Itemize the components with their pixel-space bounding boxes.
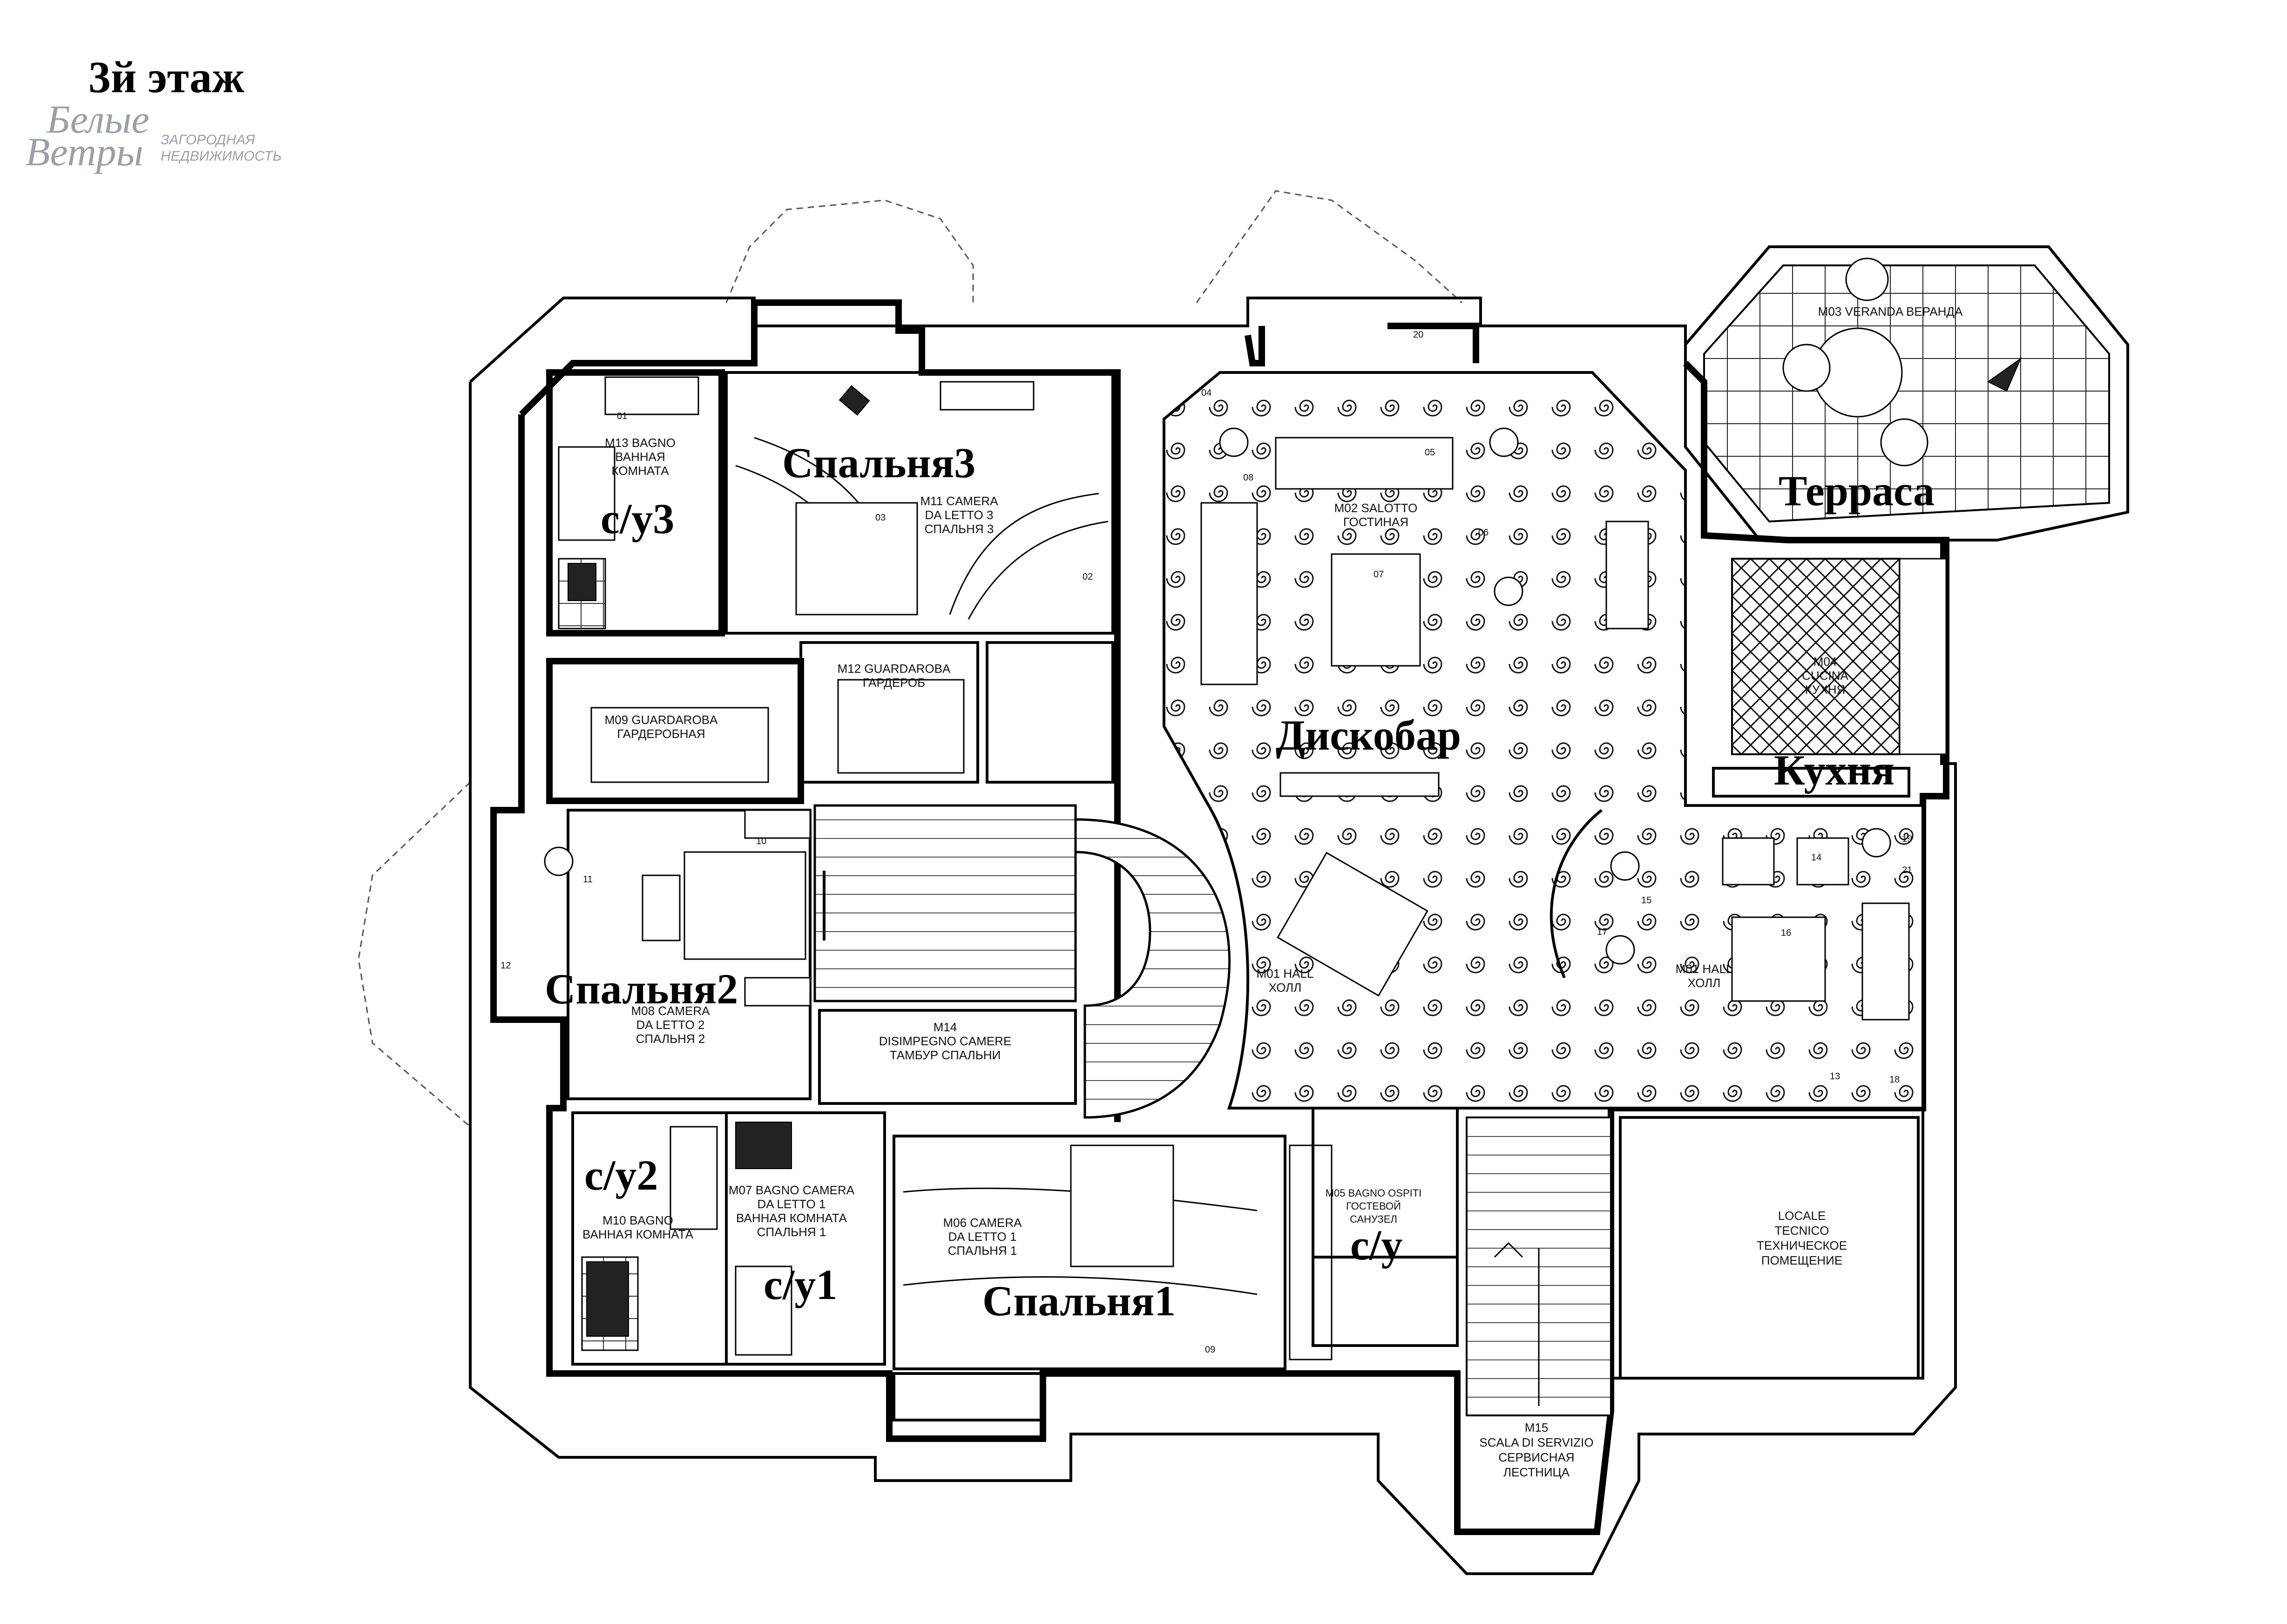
living-furniture: [1200, 427, 1649, 997]
svg-text:03: 03: [875, 513, 886, 523]
svg-text:05: 05: [1425, 447, 1435, 458]
svg-text:09: 09: [1205, 1345, 1215, 1355]
item-codes: 01 02 03 04 05 06 07 08 09 10 11 12 13 1…: [501, 330, 1912, 1355]
svg-text:14: 14: [1811, 853, 1821, 863]
svg-text:17: 17: [1597, 927, 1607, 937]
label-discobar: Дискобар: [1276, 711, 1461, 759]
logo-tagline-2: НЕДВИЖИМОСТЬ: [161, 149, 282, 164]
label-bath3: с/у3: [601, 495, 674, 542]
svg-text:06: 06: [1478, 528, 1489, 538]
svg-text:21: 21: [1902, 865, 1912, 875]
plan-title: 3й этаж: [88, 52, 244, 102]
svg-text:07: 07: [1374, 569, 1384, 580]
svg-text:04: 04: [1201, 388, 1211, 398]
label-bath1: с/у1: [764, 1261, 837, 1308]
bath1-area: [725, 1111, 886, 1366]
label-bedroom1: Спальня1: [982, 1277, 1176, 1325]
wardrobe-area: [546, 641, 1114, 804]
label-guest-wc: с/у: [1350, 1221, 1402, 1269]
svg-text:20: 20: [1413, 330, 1423, 340]
svg-text:13: 13: [1830, 1071, 1840, 1082]
corridor: [818, 1009, 1077, 1105]
svg-text:02: 02: [1083, 572, 1093, 582]
guest-wc-area: [1312, 1107, 1459, 1347]
svg-text:01: 01: [617, 411, 627, 421]
svg-text:18: 18: [1889, 1075, 1900, 1085]
label-bedroom3: Спальня3: [782, 439, 975, 487]
room-labels: с/у3 Спальня3 Терраса Дискобар Кухня Спа…: [545, 439, 1935, 1325]
svg-text:12: 12: [501, 961, 511, 971]
service-staircase: [1466, 1116, 1612, 1416]
label-bath2: с/у2: [584, 1151, 658, 1199]
logo-brand-line1: Белые: [46, 97, 149, 142]
svg-text:19: 19: [1902, 834, 1912, 844]
logo-brand-line2: Ветры: [26, 129, 143, 174]
dining-furniture: [1722, 828, 1910, 1021]
svg-text:08: 08: [1243, 473, 1253, 483]
brand-logo: Белые Ветры ЗАГОРОДНАЯ НЕДВИЖИМОСТЬ: [26, 97, 282, 174]
bedroom3-area: [546, 369, 1114, 636]
bedroom2-area: [544, 809, 812, 1100]
svg-text:16: 16: [1781, 928, 1791, 938]
svg-text:10: 10: [756, 836, 766, 846]
terrace-area: [1684, 245, 2129, 541]
kitchen-area: [1712, 558, 1947, 798]
svg-text:M03 VERANDA ВЕРАНДА: M03 VERANDA ВЕРАНДА: [1818, 304, 1963, 318]
label-bedroom2: Спальня2: [545, 965, 738, 1013]
label-terrace: Терраса: [1779, 467, 1935, 514]
svg-text:15: 15: [1641, 895, 1651, 906]
bedroom1-area: [893, 1135, 1333, 1421]
label-kitchen: Кухня: [1774, 746, 1895, 794]
technical-room: [1619, 1116, 1920, 1380]
compass-icon: [1987, 357, 2022, 392]
svg-text:11: 11: [583, 874, 593, 885]
logo-tagline-1: ЗАГОРОДНАЯ: [161, 132, 255, 148]
bath2-area: [571, 1111, 728, 1366]
main-staircase: [813, 804, 1231, 1119]
